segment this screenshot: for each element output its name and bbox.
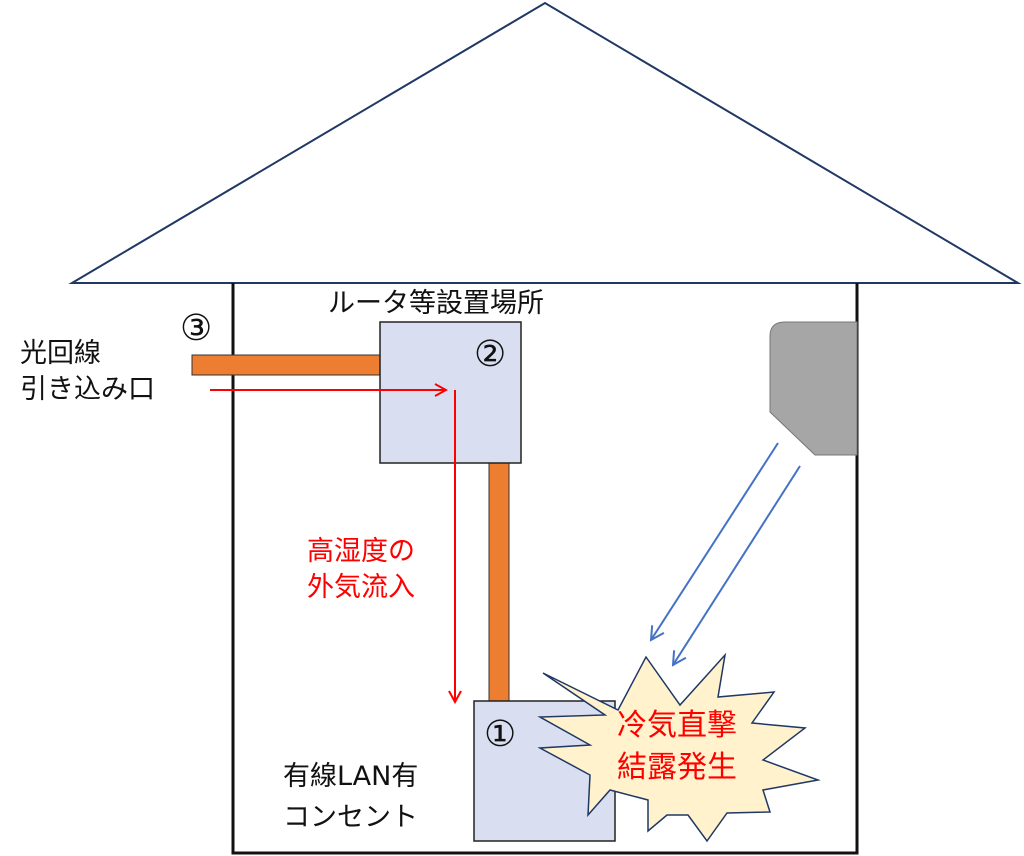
fiber-pipe-horizontal [191,354,381,376]
outlet-label-line1: 有線LAN有 [283,761,418,792]
humid-air-label-line1: 高湿度の [307,536,415,567]
lan-pipe-vertical [488,462,510,702]
condensation-label-line2: 結露発生 [617,750,737,785]
cold-air-arrow-1 [651,442,779,640]
fiber-inlet-label-line1: 光回線 [20,338,101,369]
number-2-marker: ② [474,334,506,375]
humid-air-label-line2: 外気流入 [307,572,415,603]
house-walls [231,283,859,855]
condensation-label-line1: 冷気直撃 [617,708,737,743]
outlet-label-line2: コンセント [283,802,418,833]
number-1-marker: ① [484,714,516,755]
fiber-inlet-label-line2: 引き込み口 [20,374,155,405]
air-conditioner-unit [769,321,858,456]
router-box [379,321,522,464]
condensation-burst [537,652,821,843]
cold-air-arrow-2 [673,465,801,665]
number-3-marker: ③ [180,308,212,349]
roof [68,1,1022,284]
router-location-label: ルータ等設置場所 [328,288,544,319]
